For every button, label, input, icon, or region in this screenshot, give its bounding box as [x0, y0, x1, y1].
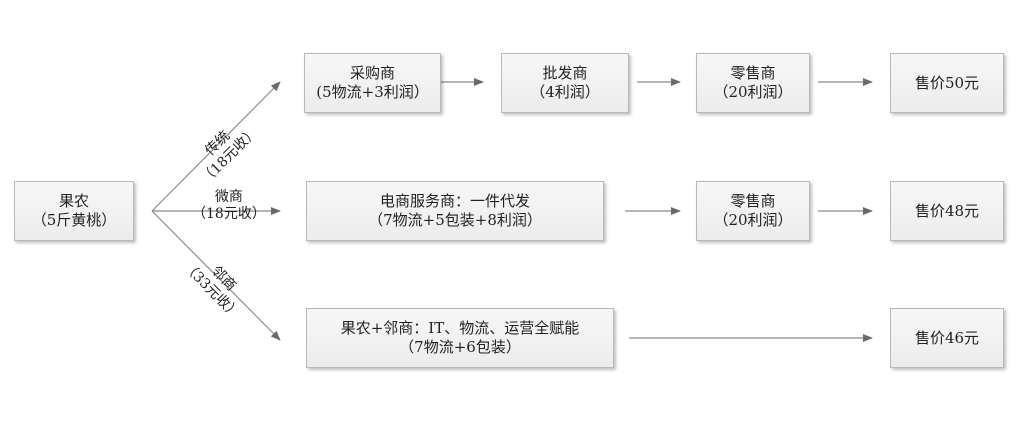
node-wholesaler: 批发商 （4利润） — [501, 53, 629, 113]
node-ecommerce: 电商服务商：一件代发 （7物流+5包装+8利润） — [306, 181, 604, 241]
node-price-mid-value: 售价48元 — [914, 201, 980, 220]
node-price-bottom-value: 售价46元 — [914, 328, 980, 347]
node-farmer-neighbor-detail: （7物流+6包装） — [399, 338, 521, 356]
edge-label-weishang-name: 微商 — [214, 189, 243, 205]
edge-linshang-arrow — [151, 210, 281, 341]
node-purchaser-title: 采购商 — [349, 64, 395, 82]
node-farmer-neighbor-title: 果农+邻商：IT、物流、运营全赋能 — [340, 319, 580, 337]
node-farmer-detail: （5斤黄桃） — [31, 211, 117, 229]
node-price-bottom: 售价46元 — [890, 308, 1004, 368]
node-purchaser-detail: (5物流+3利润） — [316, 83, 429, 101]
node-price-top-value: 售价50元 — [914, 73, 980, 92]
node-ecommerce-detail: （7物流+5包装+8利润） — [368, 211, 542, 229]
node-retailer-mid-title: 零售商 — [730, 192, 776, 210]
node-farmer: 果农 （5斤黄桃） — [14, 181, 134, 241]
node-wholesaler-detail: （4利润） — [530, 83, 600, 101]
node-wholesaler-title: 批发商 — [542, 64, 588, 82]
edge-traditional-arrow — [151, 81, 281, 212]
node-purchaser: 采购商 (5物流+3利润） — [304, 53, 441, 113]
node-ecommerce-title: 电商服务商：一件代发 — [379, 192, 530, 210]
node-price-top: 售价50元 — [890, 53, 1004, 113]
node-price-mid: 售价48元 — [890, 181, 1004, 241]
node-retailer-mid-detail: （20利润） — [713, 211, 793, 229]
edge-label-weishang-price: （18元收） — [192, 206, 266, 222]
node-retailer-mid: 零售商 （20利润） — [696, 181, 810, 241]
node-retailer-top-title: 零售商 — [730, 64, 776, 82]
node-farmer-title: 果农 — [58, 192, 89, 210]
node-retailer-top-detail: （20利润） — [713, 83, 793, 101]
node-retailer-top: 零售商 （20利润） — [696, 53, 810, 113]
node-farmer-neighbor: 果农+邻商：IT、物流、运营全赋能 （7物流+6包装） — [306, 308, 614, 368]
edge-label-weishang: 微商 （18元收） — [192, 189, 266, 223]
